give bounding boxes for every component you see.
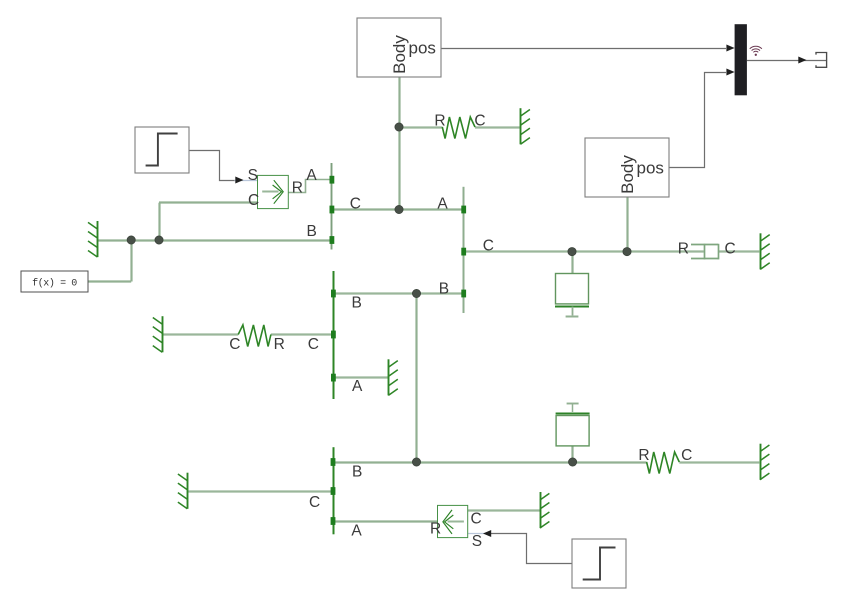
- svg-text:B: B: [352, 464, 362, 481]
- svg-text:f(x) = 0: f(x) = 0: [32, 278, 77, 290]
- svg-text:C: C: [248, 192, 259, 209]
- svg-text:C: C: [309, 494, 320, 511]
- svg-text:C: C: [474, 113, 485, 130]
- svg-text:C: C: [725, 240, 736, 257]
- svg-text:R: R: [678, 240, 689, 257]
- svg-text:Body: Body: [618, 155, 637, 194]
- svg-text:S: S: [248, 167, 258, 184]
- svg-text:Body: Body: [390, 35, 409, 74]
- svg-text:C: C: [350, 195, 361, 212]
- svg-text:pos: pos: [637, 158, 664, 177]
- svg-text:C: C: [229, 336, 240, 353]
- svg-text:R: R: [292, 180, 303, 197]
- svg-text:C: C: [681, 447, 692, 464]
- svg-text:A: A: [352, 378, 363, 395]
- svg-text:S: S: [472, 533, 482, 550]
- svg-text:A: A: [437, 195, 448, 212]
- svg-text:A: A: [351, 522, 362, 539]
- svg-text:A: A: [306, 167, 317, 184]
- svg-text:R: R: [430, 520, 441, 537]
- svg-text:C: C: [471, 511, 482, 528]
- svg-text:C: C: [483, 238, 494, 255]
- svg-text:R: R: [274, 336, 285, 353]
- svg-text:pos: pos: [409, 38, 436, 57]
- svg-text:B: B: [352, 295, 362, 312]
- svg-text:C: C: [308, 336, 319, 353]
- svg-text:B: B: [307, 223, 317, 240]
- svg-text:B: B: [439, 281, 449, 298]
- svg-text:R: R: [638, 447, 649, 464]
- svg-text:R: R: [434, 113, 445, 130]
